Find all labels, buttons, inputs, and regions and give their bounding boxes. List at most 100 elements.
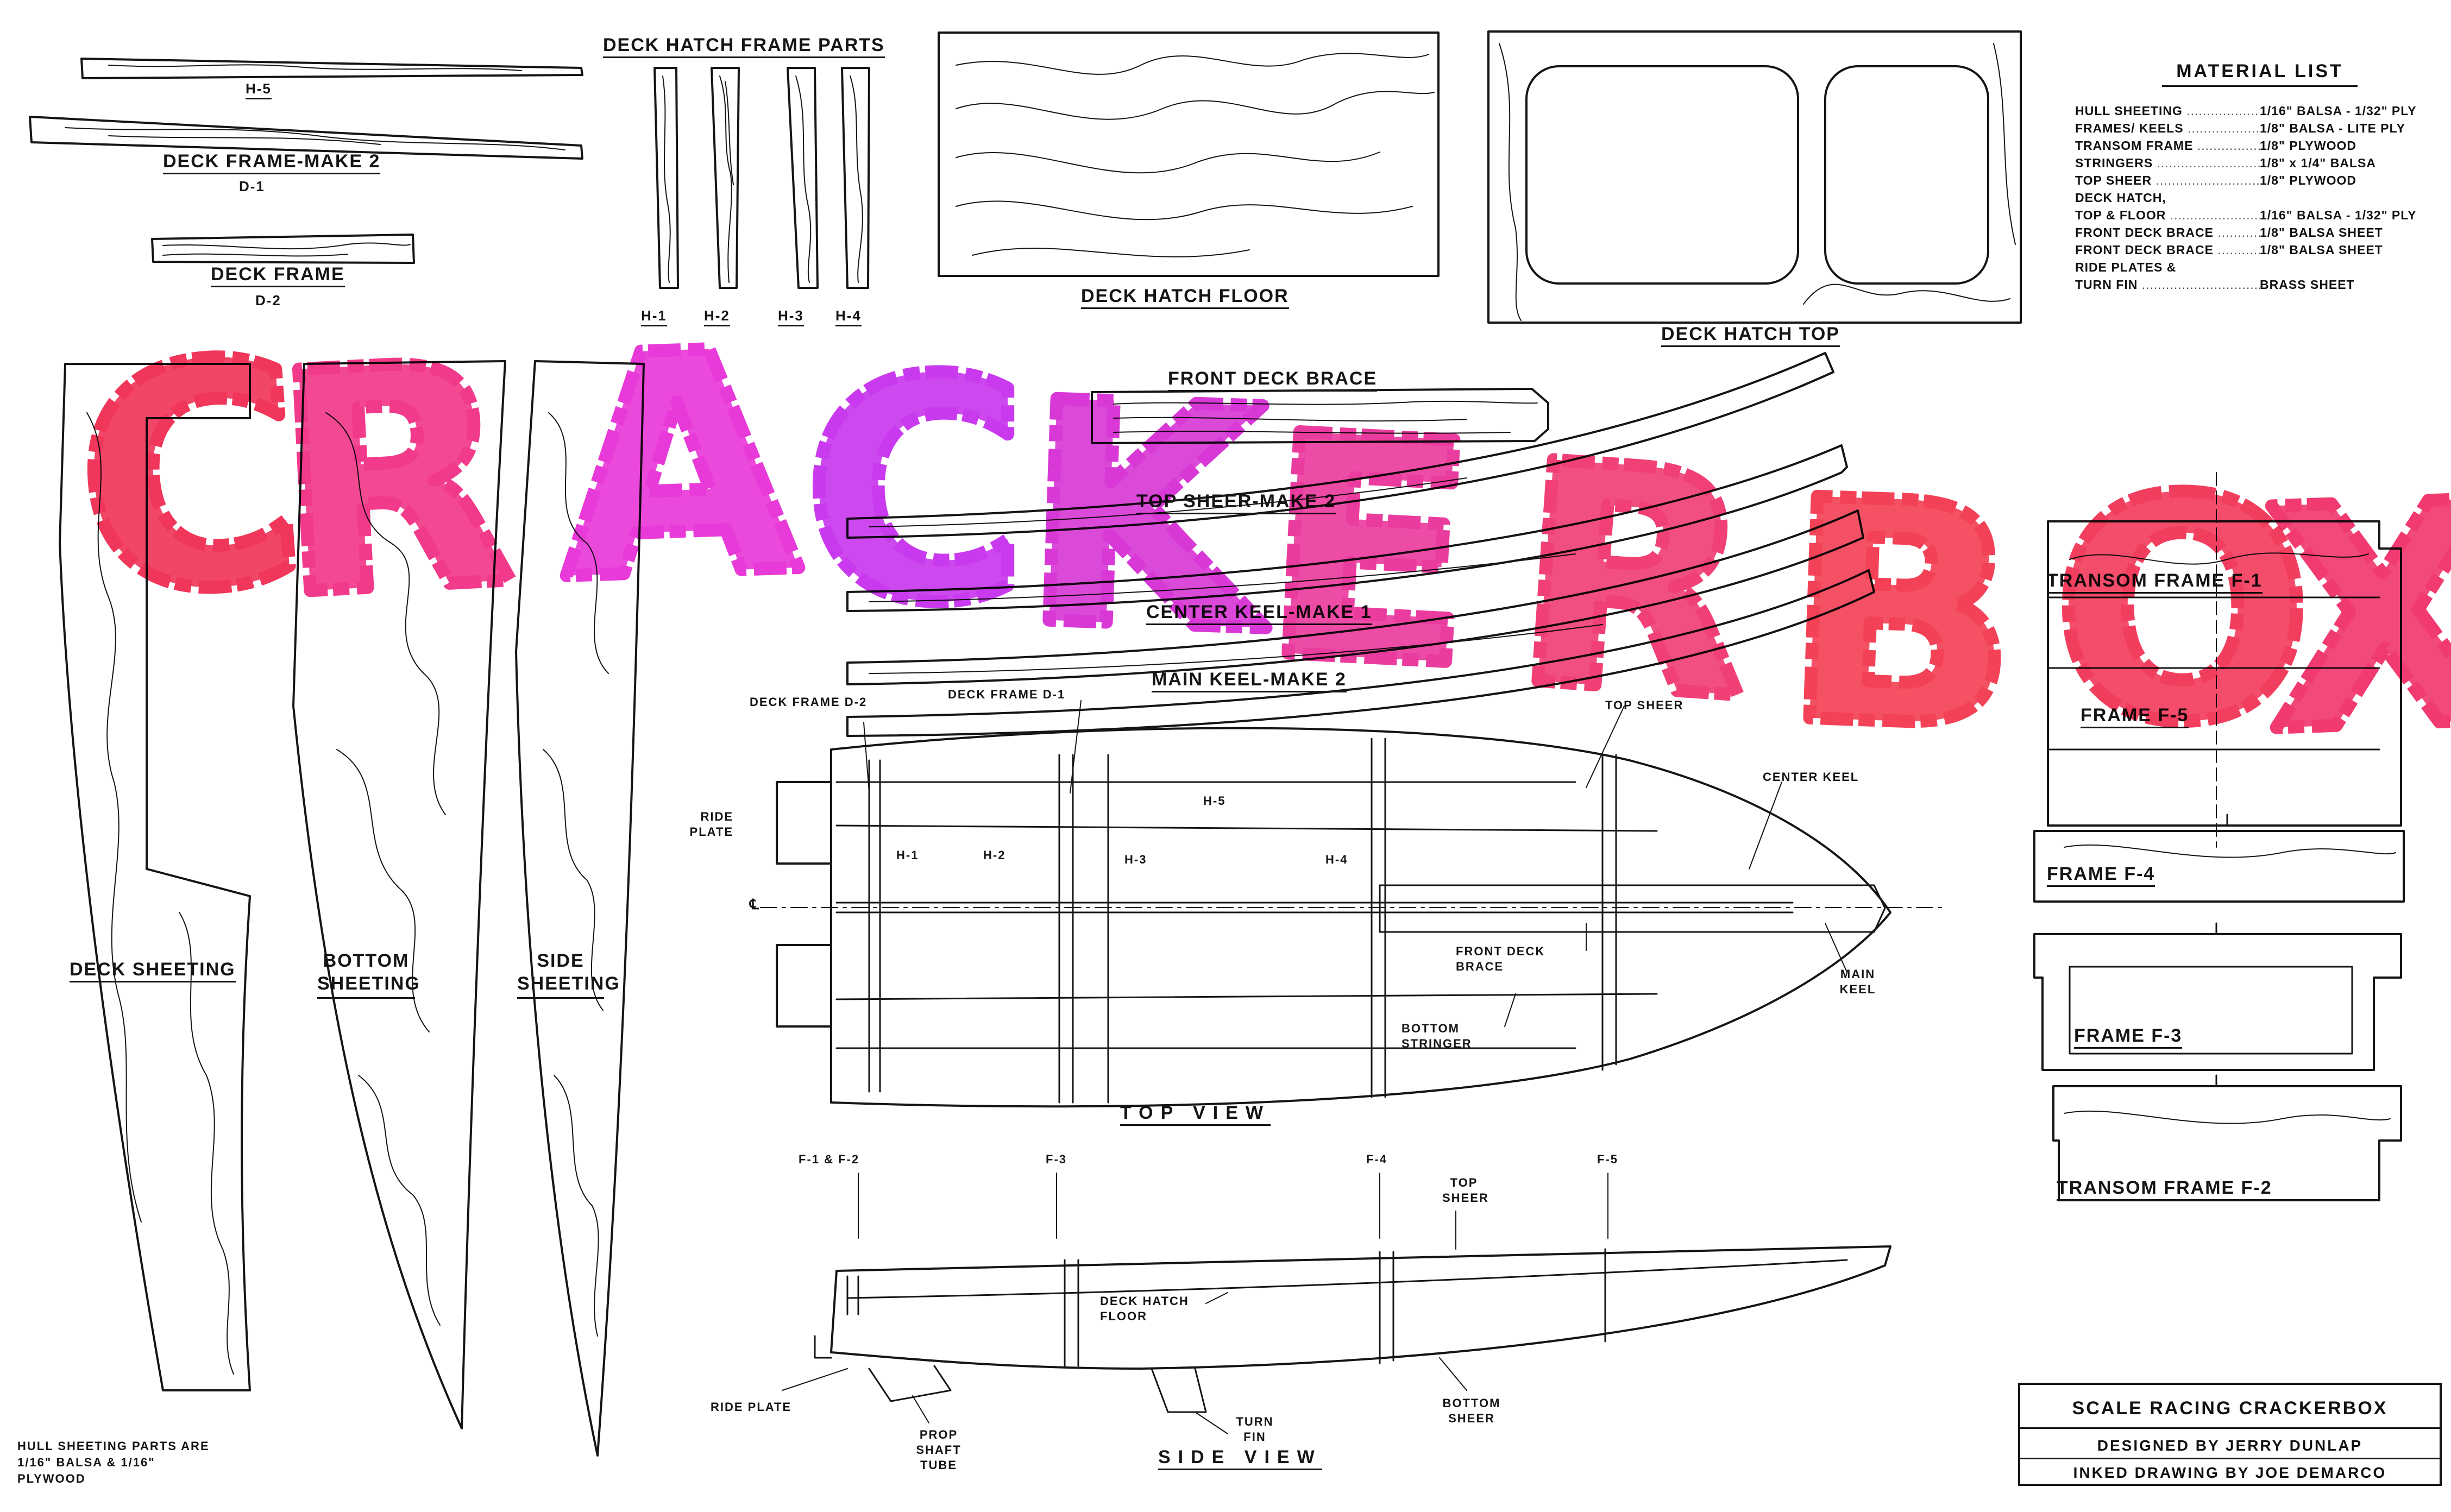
- label-tv-h3: H-3: [1124, 853, 1147, 866]
- label-deck-hatch-top: DECK HATCH TOP: [1661, 325, 1840, 347]
- label-bottom-sheeting: BOTTOM SHEETING: [317, 949, 419, 999]
- label-tv-f5: F-5: [1597, 1152, 1618, 1166]
- label-frame-f4: FRAME F-4: [2047, 865, 2155, 887]
- material-item: TOP & FLOOR: [2075, 206, 2260, 224]
- material-item: TRANSOM FRAME: [2075, 137, 2260, 154]
- front-deck-brace-outline: [1091, 388, 1549, 444]
- bottom-sheeting-outline: [292, 360, 506, 1429]
- label-sv-top-sheer: TOP SHEER: [1442, 1176, 1489, 1205]
- label-frame-f5: FRAME F-5: [2081, 706, 2189, 728]
- label-front-deck-brace: FRONT DECK BRACE: [1168, 369, 1378, 392]
- label-d1: D-1: [239, 178, 265, 194]
- material-item: HULL SHEETING: [2075, 102, 2260, 119]
- part-h5-outline: [80, 58, 583, 79]
- label-top-sheer: TOP SHEER-MAKE 2: [1136, 492, 1336, 514]
- label-h1: H-1: [641, 308, 667, 326]
- material-item: FRONT DECK BRACE: [2075, 224, 2260, 241]
- label-h3: H-3: [778, 308, 804, 326]
- material-list-title: MATERIAL LIST: [2162, 61, 2358, 87]
- label-tv-top-sheer: TOP SHEER: [1605, 698, 1684, 712]
- part-d2-outline: [151, 234, 415, 264]
- material-value: 1/8" BALSA SHEET: [2260, 225, 2383, 240]
- material-list-rows: HULL SHEETING1/16" BALSA - 1/32" PLYFRAM…: [2075, 102, 2444, 293]
- material-row: FRONT DECK BRACE1/8" BALSA SHEET: [2075, 224, 2444, 241]
- label-tv-bottom-stringer: BOTTOM STRINGER: [1402, 1022, 1472, 1050]
- label-frame-f3: FRAME F-3: [2074, 1026, 2183, 1049]
- deck-sheeting-outline: [59, 363, 251, 1391]
- label-h5: H-5: [246, 81, 272, 99]
- label-tv-f4: F-4: [1366, 1152, 1387, 1166]
- centerline-symbol: ℄: [750, 896, 760, 912]
- side-sheeting-outline: [515, 360, 645, 1457]
- material-row: RIDE PLATES &: [2075, 259, 2444, 276]
- label-sv-turn-fin: TURN FIN: [1236, 1415, 1274, 1444]
- material-row: TRANSOM FRAME1/8" PLYWOOD: [2075, 137, 2444, 154]
- label-deck-sheeting: DECK SHEETING: [70, 960, 236, 982]
- material-list: MATERIAL LIST HULL SHEETING1/16" BALSA -…: [2075, 61, 2444, 293]
- title-block-designer: DESIGNED BY JERRY DUNLAP: [2097, 1437, 2363, 1454]
- deck-hatch-floor-outline: [938, 32, 1440, 277]
- label-tv-main-keel: MAIN KEEL: [1839, 967, 1876, 996]
- leader-lines: [782, 700, 1847, 1434]
- title-block: SCALE RACING CRACKERBOX DESIGNED BY JERR…: [2018, 1383, 2442, 1486]
- label-center-keel: CENTER KEEL-MAKE 1: [1146, 603, 1372, 625]
- material-item: RIDE PLATES &: [2075, 260, 2177, 274]
- part-d1-outline: [29, 116, 583, 160]
- material-value: 1/8" BALSA - LITE PLY: [2260, 121, 2405, 135]
- material-item: FRAMES/ KEELS: [2075, 119, 2260, 137]
- material-row: TOP SHEER1/8" PLYWOOD: [2075, 172, 2444, 189]
- material-row: STRINGERS1/8" x 1/4" BALSA: [2075, 154, 2444, 172]
- material-value: 1/8" PLYWOOD: [2260, 173, 2356, 187]
- frames-right: [2033, 472, 2405, 1201]
- material-item: FRONT DECK BRACE: [2075, 241, 2260, 259]
- label-tv-f1f2: F-1 & F-2: [799, 1152, 860, 1166]
- label-tv-h4: H-4: [1325, 853, 1348, 866]
- label-tv-deck-frame-d1: DECK FRAME D-1: [948, 688, 1066, 701]
- title-block-title: SCALE RACING CRACKERBOX: [2072, 1398, 2388, 1419]
- label-tv-deck-frame-d2: DECK FRAME D-2: [750, 695, 868, 709]
- material-row: FRAMES/ KEELS1/8" BALSA - LITE PLY: [2075, 119, 2444, 137]
- long-parts: [846, 352, 1875, 737]
- title-side-view: SIDE VIEW: [1158, 1448, 1322, 1470]
- material-value: BRASS SHEET: [2260, 278, 2355, 292]
- material-row: TURN FINBRASS SHEET: [2075, 276, 2444, 293]
- label-tv-h1: H-1: [896, 848, 919, 862]
- label-tv-center-keel: CENTER KEEL: [1763, 770, 1859, 784]
- material-value: 1/8" PLYWOOD: [2260, 138, 2356, 153]
- label-tv-h2: H-2: [983, 848, 1006, 862]
- label-deck-frame: DECK FRAME: [211, 265, 345, 287]
- label-deck-frame-make-2: DECK FRAME-MAKE 2: [163, 152, 381, 174]
- material-value: 1/16" BALSA - 1/32" PLY: [2260, 208, 2417, 222]
- title-top-view: TOP VIEW: [1120, 1104, 1271, 1126]
- material-item: STRINGERS: [2075, 154, 2260, 172]
- note-hull-sheeting: HULL SHEETING PARTS ARE 1/16" BALSA & 1/…: [17, 1439, 210, 1485]
- label-main-keel: MAIN KEEL-MAKE 2: [1152, 670, 1347, 692]
- label-transom-frame-f1: TRANSOM FRAME F-1: [2047, 571, 2263, 594]
- label-sv-bottom-sheer: BOTTOM SHEER: [1442, 1396, 1501, 1425]
- material-value: 1/8" BALSA SHEET: [2260, 243, 2383, 257]
- deck-hatch-top-outline: [1487, 30, 2022, 324]
- label-side-sheeting: SIDE SHEETING: [517, 949, 619, 999]
- material-item: TOP SHEER: [2075, 172, 2260, 189]
- material-row: FRONT DECK BRACE1/8" BALSA SHEET: [2075, 241, 2444, 259]
- material-row: TOP & FLOOR1/16" BALSA - 1/32" PLY: [2075, 206, 2444, 224]
- label-tv-front-deck-brace: FRONT DECK BRACE: [1456, 944, 1545, 973]
- label-sv-ride-plate: RIDE PLATE: [711, 1400, 792, 1414]
- parts-h1-h4: [653, 67, 870, 289]
- label-tv-f3: F-3: [1046, 1152, 1067, 1166]
- label-deck-hatch-floor: DECK HATCH FLOOR: [1081, 287, 1289, 309]
- label-h2: H-2: [704, 308, 730, 326]
- material-item: TURN FIN: [2075, 276, 2260, 293]
- title-block-inker: INKED DRAWING BY JOE DEMARCO: [2073, 1464, 2387, 1481]
- label-sv-prop-shaft-tube: PROP SHAFT TUBE: [916, 1428, 961, 1472]
- label-tv-ride-plate: RIDE PLATE: [689, 810, 733, 839]
- material-value: 1/8" x 1/4" BALSA: [2260, 156, 2376, 170]
- heading-deck-hatch-frame-parts: DECK HATCH FRAME PARTS: [603, 36, 885, 58]
- material-item: DECK HATCH,: [2075, 191, 2166, 205]
- material-row: DECK HATCH,: [2075, 189, 2444, 206]
- material-row: HULL SHEETING1/16" BALSA - 1/32" PLY: [2075, 102, 2444, 119]
- material-value: 1/16" BALSA - 1/32" PLY: [2260, 104, 2417, 118]
- side-view-hull: [814, 1245, 1891, 1413]
- top-view-hull: [760, 727, 1945, 1108]
- label-sv-deck-hatch-floor: DECK HATCH FLOOR: [1100, 1294, 1189, 1323]
